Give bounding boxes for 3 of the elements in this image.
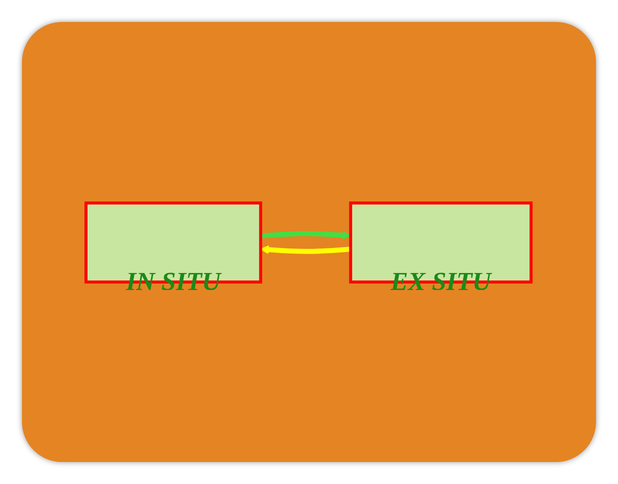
arrow: [260, 244, 352, 254]
card-background: IN SITU EX SITU: [22, 22, 596, 462]
arrow: [260, 230, 352, 240]
